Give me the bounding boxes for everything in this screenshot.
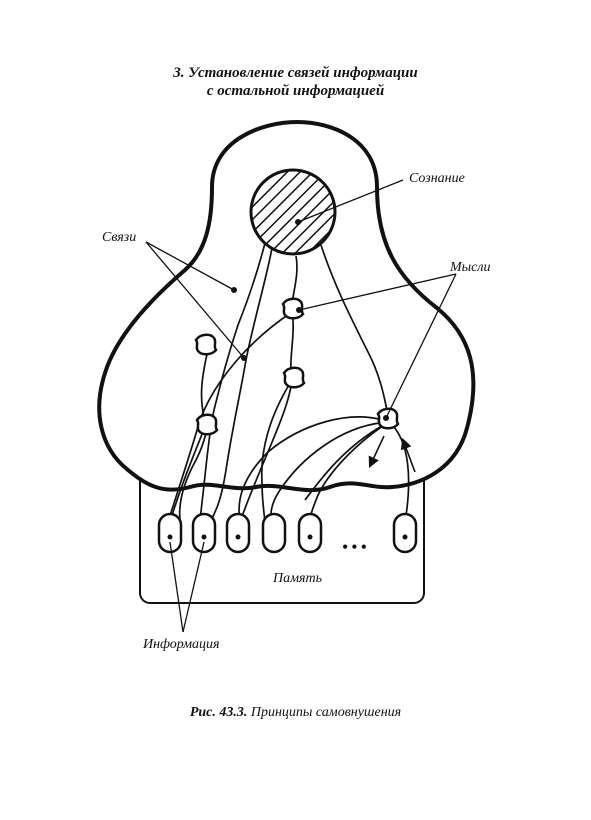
information-cell — [392, 512, 418, 554]
label-consciousness: Сознание — [409, 171, 465, 186]
memory-ellipsis: ••• — [342, 537, 370, 557]
thought-node — [194, 333, 218, 356]
leader-dots — [231, 219, 389, 421]
figure-caption-text: Принципы самовнушения — [250, 705, 402, 720]
label-memory: Память — [272, 571, 322, 586]
thought-node — [282, 366, 306, 389]
label-thoughts: Мысли — [449, 260, 490, 275]
link-wires — [167, 242, 410, 523]
up-arrow — [400, 437, 416, 473]
down-arrow — [368, 435, 385, 469]
thought-nodes — [194, 297, 400, 436]
label-information: Информация — [142, 637, 220, 652]
figure-caption: Рис. 43.3. Принципы самовнушения — [0, 705, 591, 721]
figure-title-line-2: с остальной информацией — [206, 83, 385, 99]
label-links: Связи — [102, 230, 136, 245]
figure-title-line-1: 3. Установление связей информации — [173, 65, 418, 81]
information-cell — [191, 512, 217, 554]
information-cell — [225, 512, 251, 554]
information-cell — [261, 512, 287, 554]
information-cell — [157, 512, 183, 554]
figure-caption-number: Рис. 43.3. — [189, 705, 248, 720]
thought-node — [281, 297, 305, 320]
wire-end-dots — [167, 534, 408, 540]
leader-lines — [145, 179, 457, 633]
consciousness-circle — [249, 168, 337, 256]
thought-node — [195, 413, 219, 436]
information-cells — [157, 512, 418, 554]
information-cell — [297, 512, 323, 554]
